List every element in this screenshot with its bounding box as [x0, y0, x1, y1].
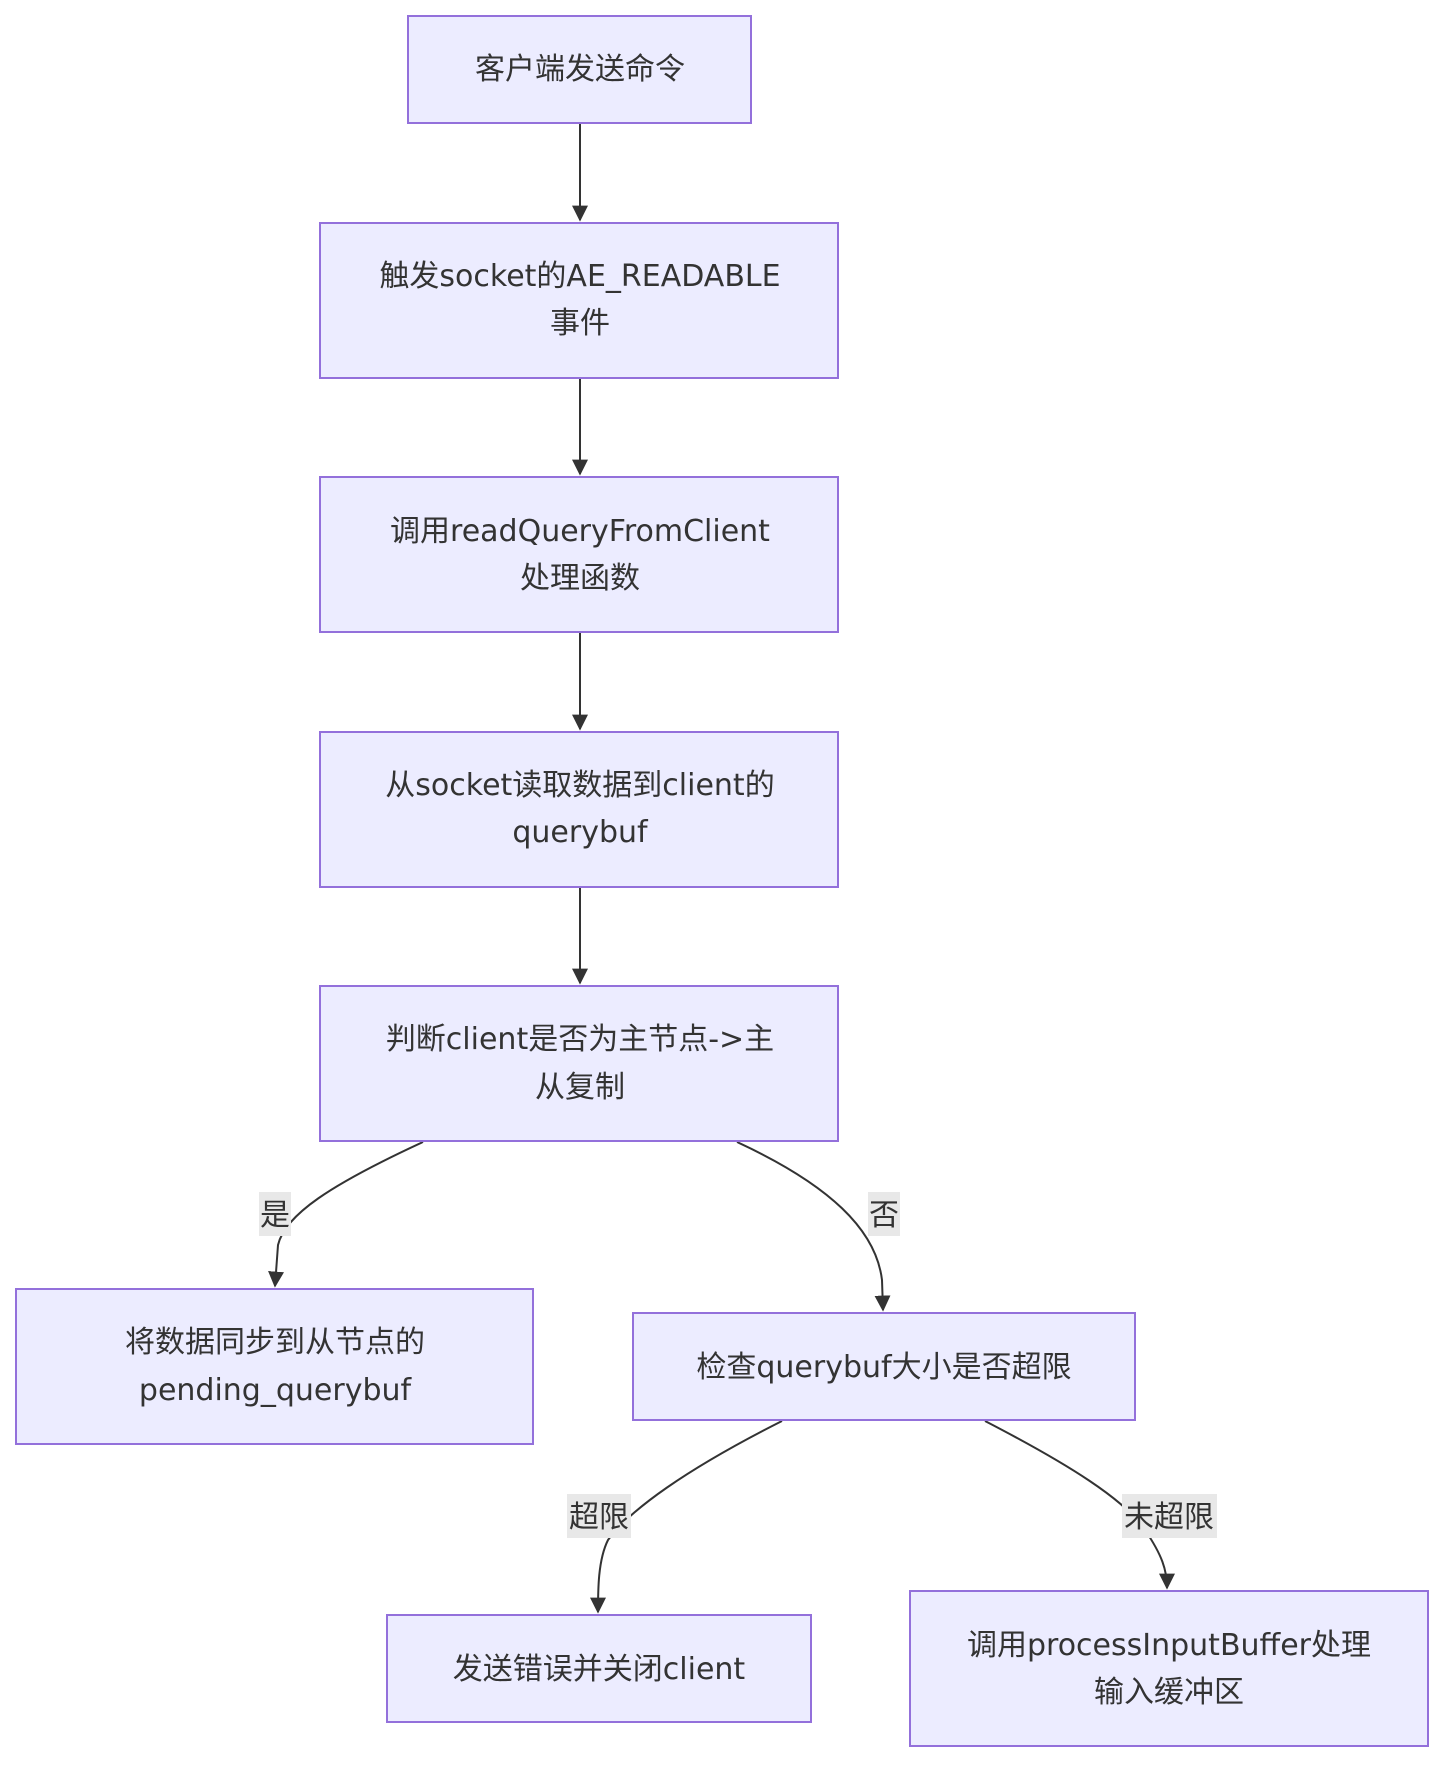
node-read-socket-line-1: 从socket读取数据到client的: [385, 768, 774, 803]
node-process-input-box: [909, 1590, 1429, 1747]
edge-label-no: 否: [868, 1192, 900, 1236]
node-client-send-label: 客户端发送命令: [475, 52, 685, 87]
node-read-socket: 从socket读取数据到client的 querybuf: [319, 731, 839, 888]
node-call-read-query-box: [319, 476, 839, 633]
node-check-master: 判断client是否为主节点->主 从复制: [319, 985, 839, 1142]
edge-label-not-over-limit: 未超限: [1122, 1494, 1217, 1538]
node-call-read-query-line-1: 调用readQueryFromClient: [390, 514, 770, 549]
node-check-master-box: [319, 985, 839, 1142]
node-send-error-box: [386, 1614, 812, 1723]
node-call-read-query: 调用readQueryFromClient 处理函数: [319, 476, 839, 633]
node-process-input-line-2: 输入缓冲区: [1094, 1675, 1244, 1710]
node-send-error-label: 发送错误并关闭client: [453, 1652, 746, 1687]
edge-label-over-limit: 超限: [567, 1494, 631, 1538]
edge-label-yes-bg: [259, 1192, 291, 1236]
node-read-socket-box: [319, 731, 839, 888]
node-check-master-line-1: 判断client是否为主节点->主: [386, 1022, 774, 1057]
node-send-error: 发送错误并关闭client: [386, 1614, 812, 1723]
node-call-read-query-line-2: 处理函数: [520, 561, 640, 596]
node-read-socket-line-2: querybuf: [512, 815, 649, 850]
node-process-input-line-1: 调用processInputBuffer处理: [967, 1628, 1371, 1663]
node-client-send-box: [407, 15, 752, 124]
node-trigger-readable-line-2: 事件: [550, 306, 610, 341]
node-trigger-readable-box: [319, 222, 839, 379]
node-process-input: 调用processInputBuffer处理 输入缓冲区: [909, 1590, 1429, 1747]
node-sync-pending-box: [15, 1288, 534, 1445]
node-check-master-line-2: 从复制: [535, 1070, 625, 1105]
edge-label-over-limit-bg: [567, 1494, 631, 1538]
node-trigger-readable-line-1: 触发socket的AE_READABLE: [379, 259, 780, 294]
edge-label-no-bg: [868, 1192, 900, 1236]
node-sync-pending-line-2: pending_querybuf: [139, 1373, 413, 1408]
node-check-size-box: [632, 1312, 1136, 1421]
edge-check-master-yes: [268, 1141, 424, 1288]
edge-label-yes-text: 是: [260, 1198, 290, 1233]
edge-label-yes: 是: [259, 1192, 291, 1236]
edge-label-not-over-limit-bg: [1122, 1494, 1217, 1538]
node-check-size-label: 检查querybuf大小是否超限: [696, 1350, 1071, 1385]
node-trigger-readable: 触发socket的AE_READABLE 事件: [319, 222, 839, 379]
edge-label-not-over-limit-text: 未超限: [1124, 1500, 1214, 1535]
edge-label-over-limit-text: 超限: [569, 1500, 629, 1535]
node-check-size: 检查querybuf大小是否超限: [632, 1312, 1136, 1421]
node-sync-pending-line-1: 将数据同步到从节点的: [125, 1325, 425, 1360]
node-sync-pending: 将数据同步到从节点的 pending_querybuf: [15, 1288, 534, 1445]
node-client-send: 客户端发送命令: [407, 15, 752, 124]
edge-label-no-text: 否: [869, 1198, 899, 1233]
edge-check-master-no: [736, 1141, 891, 1312]
